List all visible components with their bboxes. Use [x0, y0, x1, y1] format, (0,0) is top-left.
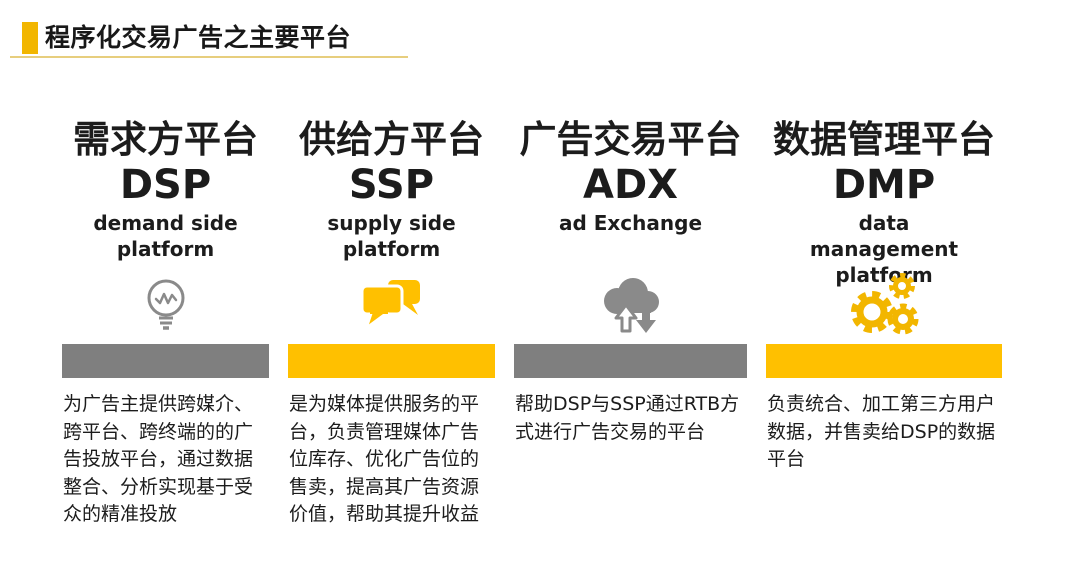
- column-title-en: demand side platform: [93, 211, 238, 261]
- column-adx: 广告交易平台 ADX ad Exchange 帮助DSP与SSP通过RTB方式进…: [514, 118, 747, 529]
- column-title-en: ad Exchange: [558, 211, 703, 235]
- platform-columns: 需求方平台 DSP demand side platform 为广告主提供跨媒介…: [62, 118, 1002, 529]
- slide-header: 程序化交易广告之主要平台: [22, 22, 351, 54]
- column-description: 帮助DSP与SSP通过RTB方式进行广告交易的平台: [515, 393, 740, 443]
- title-underline: [10, 56, 408, 58]
- column-dmp: 数据管理平台 DMP data management platform 负责统合…: [766, 118, 1002, 529]
- column-acronym: SSP: [348, 162, 435, 208]
- column-dsp: 需求方平台 DSP demand side platform 为广告主提供跨媒介…: [62, 118, 269, 529]
- column-description: 负责统合、加工第三方用户数据，并售卖给DSP的数据平台: [767, 393, 996, 471]
- column-acronym: DSP: [119, 162, 212, 208]
- column-title-zh: 广告交易平台: [519, 118, 742, 161]
- column-title-en: supply side platform: [327, 211, 456, 261]
- column-description: 为广告主提供跨媒介、跨平台、跨终端的的广告投放平台，通过数据整合、分析实现基于受…: [63, 393, 254, 526]
- divider-bar: [288, 344, 495, 378]
- column-acronym: ADX: [583, 162, 678, 208]
- column-description: 是为媒体提供服务的平台，负责管理媒体广告位库存、优化广告位的售卖，提高其广告资源…: [289, 393, 480, 526]
- column-title-en: data management platform: [809, 211, 959, 287]
- column-title-zh: 需求方平台: [73, 118, 258, 161]
- column-title-zh: 供给方平台: [299, 118, 484, 161]
- column-acronym: DMP: [832, 162, 936, 208]
- page-title: 程序化交易广告之主要平台: [45, 23, 352, 52]
- cloud-sync-icon: [514, 268, 747, 344]
- divider-bar: [514, 344, 747, 378]
- chat-bubbles-icon: [288, 268, 495, 344]
- divider-bar: [62, 344, 269, 378]
- column-title-zh: 数据管理平台: [773, 118, 995, 161]
- gears-icon: [766, 268, 1002, 344]
- title-marker: [22, 22, 38, 54]
- column-ssp: 供给方平台 SSP supply side platform 是为媒体提供服务的…: [288, 118, 495, 529]
- lightbulb-icon: [62, 268, 269, 344]
- divider-bar: [766, 344, 1002, 378]
